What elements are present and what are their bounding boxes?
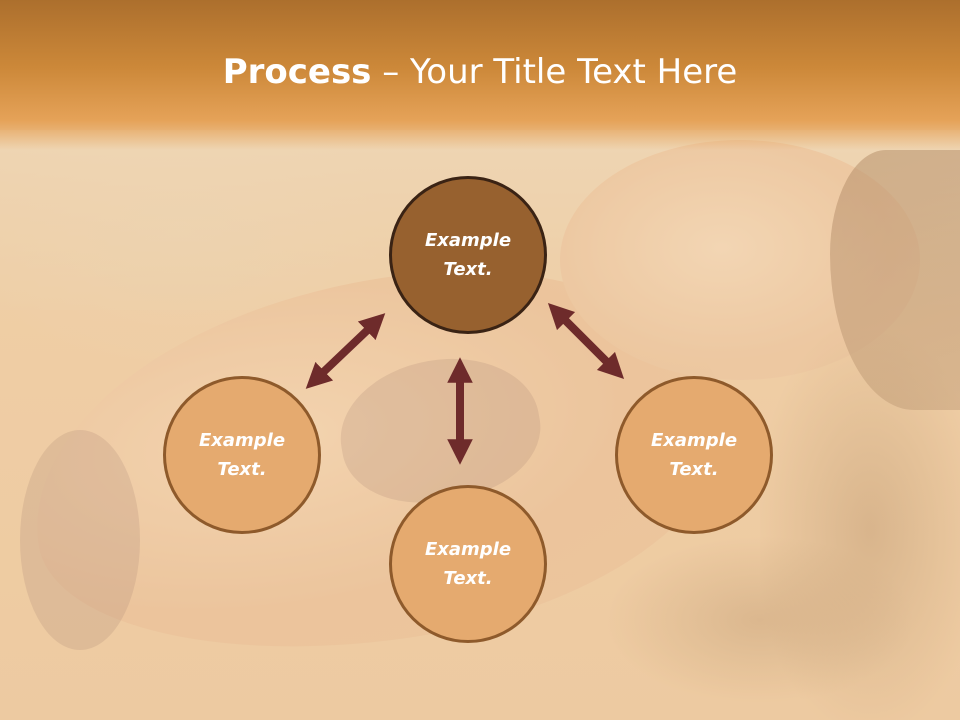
slide-title[interactable]: Process – Your Title Text Here <box>0 52 960 92</box>
node-top-line2: Text. <box>443 259 493 280</box>
process-node-top[interactable]: Example Text. <box>389 176 547 334</box>
arrow-top-right <box>547 302 625 380</box>
node-bottom-line1: Example <box>424 539 512 560</box>
process-node-left[interactable]: Example Text. <box>163 376 321 534</box>
process-node-bottom[interactable]: Example Text. <box>389 485 547 643</box>
node-right-line1: Example <box>650 430 738 451</box>
slide-title-bold: Process <box>222 52 372 92</box>
node-right-line2: Text. <box>669 459 719 480</box>
process-node-right[interactable]: Example Text. <box>615 376 773 534</box>
title-band <box>0 0 960 150</box>
slide-title-rest: – Your Title Text Here <box>371 52 738 92</box>
node-left-line2: Text. <box>217 459 267 480</box>
arrow-top-left <box>305 313 386 389</box>
photo-bikini-bottom <box>20 430 140 650</box>
photo-sand <box>760 330 960 720</box>
node-top-line1: Example <box>424 230 512 251</box>
node-left-line1: Example <box>198 430 286 451</box>
node-bottom-line2: Text. <box>443 568 493 589</box>
